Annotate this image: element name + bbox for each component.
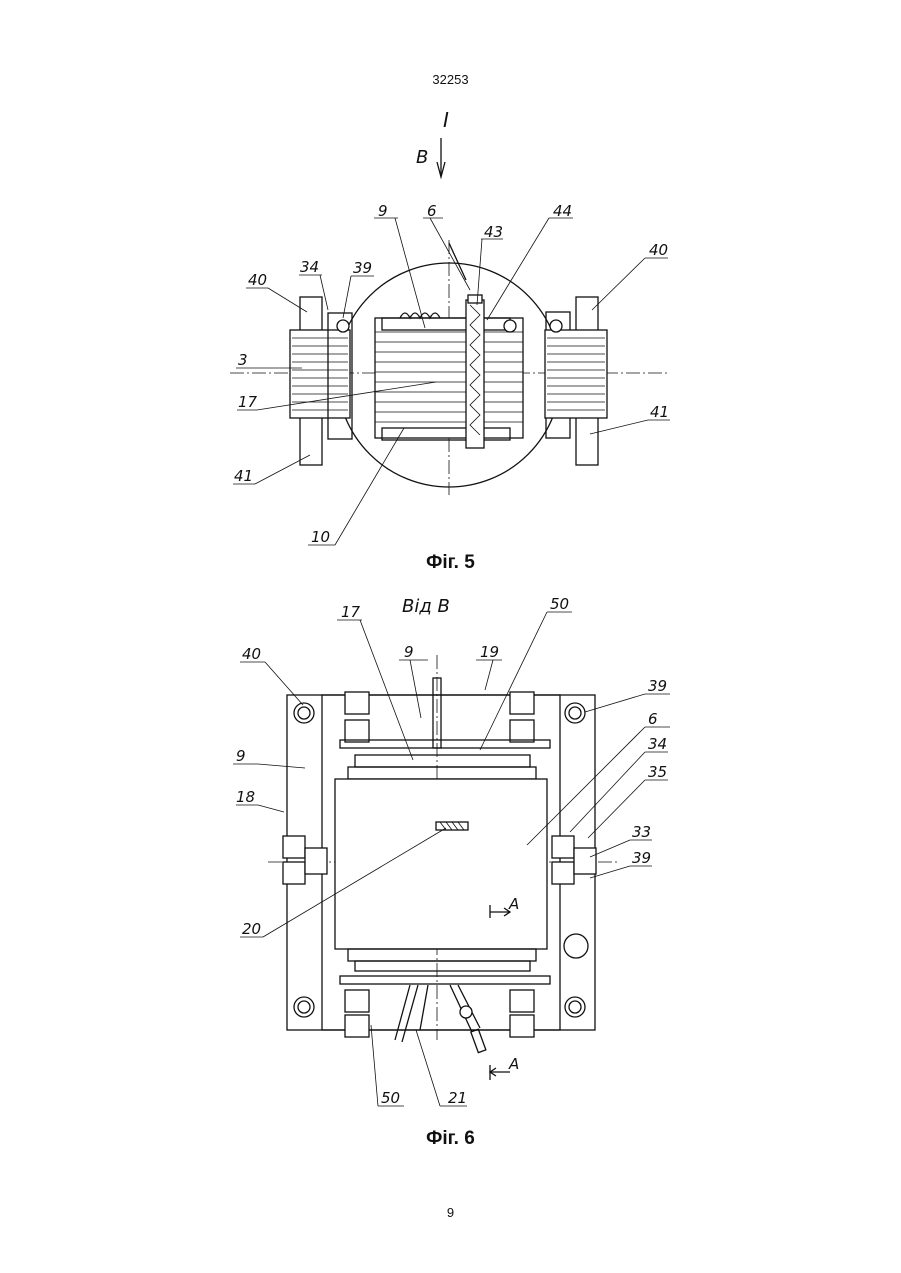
fig5-label-6: 6 bbox=[427, 202, 437, 220]
fig6-label-40: 40 bbox=[242, 645, 261, 663]
fig6-label-9-top: 9 bbox=[404, 643, 414, 661]
page-number: 9 bbox=[0, 1205, 901, 1220]
fig6-label-39-top: 39 bbox=[648, 677, 667, 695]
fig6-label-19: 19 bbox=[480, 643, 499, 661]
fig6-main-block bbox=[335, 779, 547, 949]
fig5-right-coil bbox=[545, 330, 607, 418]
fig5-label-40-left: 40 bbox=[248, 271, 267, 289]
fig6-label-6: 6 bbox=[648, 710, 658, 728]
fig6-label-35: 35 bbox=[648, 763, 667, 781]
fig6-label-33: 33 bbox=[632, 823, 651, 841]
figure-5-drawing: I В bbox=[230, 108, 670, 546]
fig5-label-3: 3 bbox=[238, 351, 248, 369]
figure-6-drawing: Від В bbox=[233, 595, 670, 1107]
fig6-label-50-top: 50 bbox=[550, 595, 569, 613]
fig6-label-50-bottom: 50 bbox=[381, 1089, 400, 1107]
fig5-view-letter: В bbox=[416, 147, 428, 168]
fig6-label-18: 18 bbox=[236, 788, 255, 806]
fig5-view-marker: I bbox=[443, 108, 449, 132]
fig6-label-34: 34 bbox=[648, 735, 667, 753]
fig6-label-17: 17 bbox=[341, 603, 361, 621]
fig5-label-17: 17 bbox=[238, 393, 258, 411]
fig6-label-9-left: 9 bbox=[236, 747, 246, 765]
fig5-label-40-right: 40 bbox=[649, 241, 668, 259]
fig6-label-39-right: 39 bbox=[632, 849, 651, 867]
fig5-label-44: 44 bbox=[553, 202, 572, 220]
fig5-label-9: 9 bbox=[378, 202, 388, 220]
fig5-busbar bbox=[466, 300, 484, 448]
fig5-label-34: 34 bbox=[300, 258, 319, 276]
fig5-label-10: 10 bbox=[311, 528, 330, 546]
fig5-label-39: 39 bbox=[353, 259, 372, 277]
fig5-label-43: 43 bbox=[484, 223, 503, 241]
fig5-central-core bbox=[375, 318, 523, 438]
fig6-view-title: Від В bbox=[402, 596, 450, 617]
figure-6-caption: Фіг. 6 bbox=[0, 1128, 901, 1150]
fig5-left-coil bbox=[290, 330, 350, 418]
fig6-label-20: 20 bbox=[242, 920, 261, 938]
fig6-label-21: 21 bbox=[448, 1089, 467, 1107]
fig5-label-41-left: 41 bbox=[234, 467, 253, 485]
fig5-label-41-right: 41 bbox=[650, 403, 669, 421]
figure-5-caption: Фіг. 5 bbox=[0, 552, 901, 574]
fig6-section-a-lower: А bbox=[508, 1055, 519, 1073]
fig6-section-a-upper: А bbox=[508, 895, 519, 913]
